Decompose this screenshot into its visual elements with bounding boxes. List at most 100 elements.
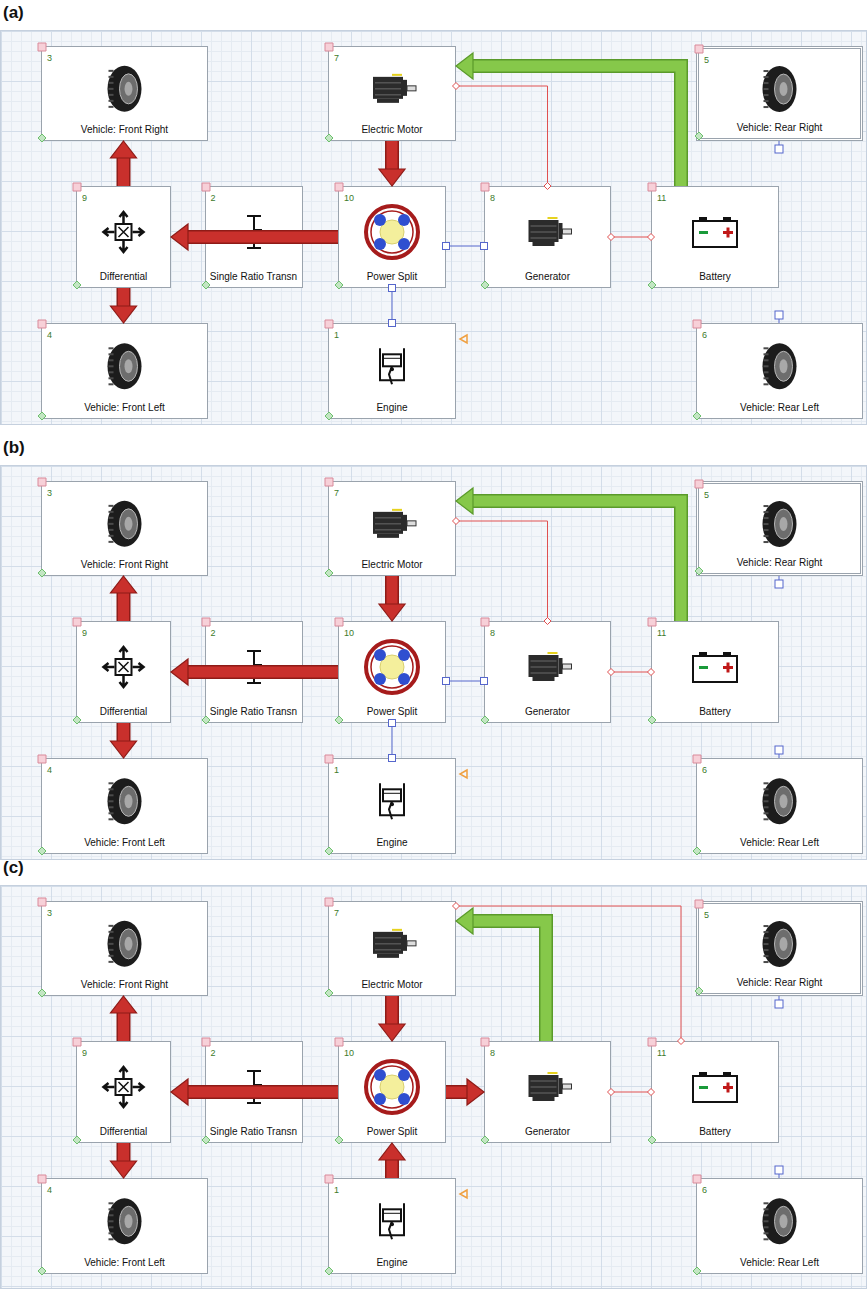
callout-number: 2 <box>206 187 216 203</box>
component-block: 2Single Ratio Transn <box>205 621 303 723</box>
callout-number: 4 <box>42 1179 52 1195</box>
component-block: 4Vehicle: Front Left <box>41 323 208 419</box>
component-label: Battery <box>699 271 731 287</box>
component-label: Differential <box>100 271 148 287</box>
component-label: Engine <box>376 837 407 853</box>
component-block: 10Power Split <box>338 186 446 288</box>
component-label: Electric Motor <box>361 124 422 140</box>
callout-number: 10 <box>339 1042 354 1058</box>
power-flow-arrow <box>456 53 681 186</box>
power-flow-arrow <box>446 1079 484 1105</box>
component-label: Vehicle: Rear Right <box>737 557 823 573</box>
electric-wire <box>608 1089 655 1096</box>
component-block: 7Electric Motor <box>328 481 456 576</box>
component-block: 11Battery <box>651 186 779 288</box>
callout-number: 3 <box>42 47 52 63</box>
electric-wire <box>453 83 552 190</box>
component-block: 3Vehicle: Front Right <box>41 481 208 576</box>
callout-number: 9 <box>77 1042 87 1058</box>
panel-label: (b) <box>3 438 25 458</box>
component-block: 9Differential <box>76 186 171 288</box>
component-block: 2Single Ratio Transn <box>205 1041 303 1143</box>
callout-number: 7 <box>329 482 339 498</box>
callout-number: 2 <box>206 622 216 638</box>
component-block: 3Vehicle: Front Right <box>41 46 208 141</box>
component-block: 9Differential <box>76 621 171 723</box>
power-flow-arrow <box>379 1143 405 1178</box>
callout-number: 1 <box>329 1179 339 1195</box>
power-flow-arrow <box>111 288 137 323</box>
callout-number: 10 <box>339 187 354 203</box>
component-block: 4Vehicle: Front Left <box>41 1178 208 1274</box>
component-label: Single Ratio Transn <box>210 1126 297 1142</box>
callout-number: 1 <box>329 759 339 775</box>
callout-number: 11 <box>652 187 666 203</box>
component-label: Vehicle: Front Left <box>84 1257 165 1273</box>
component-label: Generator <box>525 1126 570 1142</box>
callout-number: 6 <box>697 324 707 340</box>
callout-number: 3 <box>42 902 52 918</box>
component-label: Vehicle: Rear Left <box>740 402 819 418</box>
callout-number: 8 <box>485 622 495 638</box>
callout-number: 11 <box>652 1042 666 1058</box>
power-flow-arrow <box>379 996 405 1041</box>
component-block: 7Electric Motor <box>328 46 456 141</box>
component-label: Single Ratio Transn <box>210 706 297 722</box>
component-block: 6Vehicle: Rear Left <box>696 758 863 854</box>
diagram-panel: (c)3Vehicle: Front Right7Electric Motor5… <box>0 885 867 1289</box>
component-label: Differential <box>100 1126 148 1142</box>
callout-number: 6 <box>697 1179 707 1195</box>
component-block: 10Power Split <box>338 1041 446 1143</box>
power-flow-arrow <box>456 488 681 621</box>
mechanical-shaft <box>389 285 396 327</box>
electric-wire <box>608 234 655 241</box>
component-block: 8Generator <box>484 621 611 723</box>
diagram-panel: (a)3Vehicle: Front Right7Electric Motor5… <box>0 30 867 425</box>
component-block: 6Vehicle: Rear Left <box>696 1178 863 1274</box>
component-label: Generator <box>525 706 570 722</box>
callout-number: 2 <box>206 1042 216 1058</box>
component-label: Engine <box>376 402 407 418</box>
callout-number: 5 <box>699 484 709 500</box>
power-flow-arrow <box>379 141 405 186</box>
component-label: Vehicle: Front Right <box>81 559 168 575</box>
panel-label: (c) <box>3 858 24 878</box>
component-block: 10Power Split <box>338 621 446 723</box>
mechanical-shaft <box>389 720 396 762</box>
callout-number: 8 <box>485 187 495 203</box>
component-block: 4Vehicle: Front Left <box>41 758 208 854</box>
component-label: Electric Motor <box>361 979 422 995</box>
component-block: 1Engine <box>328 1178 456 1274</box>
component-label: Generator <box>525 271 570 287</box>
mechanical-shaft <box>443 678 488 685</box>
callout-number: 11 <box>652 622 666 638</box>
callout-number: 6 <box>697 759 707 775</box>
component-block: 5Vehicle: Rear Right <box>696 901 863 996</box>
component-label: Vehicle: Rear Right <box>737 977 823 993</box>
component-label: Differential <box>100 706 148 722</box>
callout-number: 9 <box>77 187 87 203</box>
component-label: Vehicle: Rear Left <box>740 837 819 853</box>
component-label: Engine <box>376 1257 407 1273</box>
power-flow-arrow <box>456 908 546 1041</box>
callout-number: 8 <box>485 1042 495 1058</box>
callout-number: 10 <box>339 622 354 638</box>
component-block: 8Generator <box>484 186 611 288</box>
component-label: Vehicle: Front Left <box>84 402 165 418</box>
callout-number: 1 <box>329 324 339 340</box>
component-block: 2Single Ratio Transn <box>205 186 303 288</box>
component-block: 8Generator <box>484 1041 611 1143</box>
electric-wire <box>608 669 655 676</box>
component-block: 11Battery <box>651 621 779 723</box>
component-block: 1Engine <box>328 323 456 419</box>
component-label: Vehicle: Front Right <box>81 124 168 140</box>
panel-label: (a) <box>3 3 24 23</box>
electric-wire <box>453 518 552 625</box>
power-flow-arrow <box>111 1143 137 1178</box>
component-label: Vehicle: Front Left <box>84 837 165 853</box>
component-label: Power Split <box>367 271 418 287</box>
component-label: Vehicle: Front Right <box>81 979 168 995</box>
component-label: Electric Motor <box>361 559 422 575</box>
power-flow-arrow <box>171 1079 338 1105</box>
